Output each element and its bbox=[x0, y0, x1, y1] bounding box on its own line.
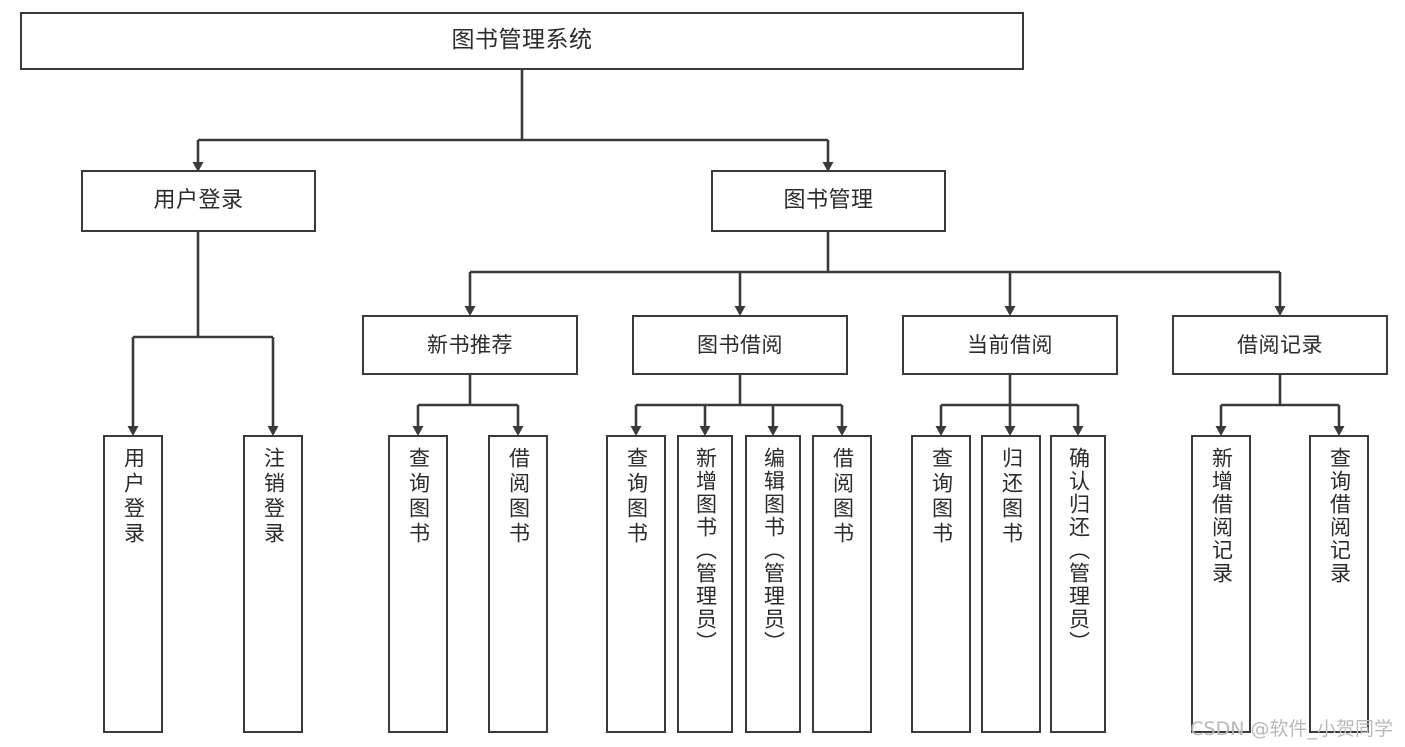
leaf-user-login-logout-label: 注销登录 bbox=[261, 447, 286, 547]
leaf-current-borrow-return-book[interactable]: 归还图书 bbox=[981, 435, 1041, 733]
node-current-borrow-label: 当前借阅 bbox=[967, 332, 1053, 357]
leaf-book-borrow-borrow-book-label: 借阅图书 bbox=[830, 447, 855, 547]
leaf-new-book-borrow-book[interactable]: 借阅图书 bbox=[488, 435, 548, 733]
node-new-book-recommend[interactable]: 新书推荐 bbox=[362, 315, 578, 375]
leaf-current-borrow-query-book[interactable]: 查询图书 bbox=[911, 435, 971, 733]
leaf-new-book-borrow-book-label: 借阅图书 bbox=[506, 447, 531, 547]
node-user-login-label: 用户登录 bbox=[153, 188, 244, 214]
leaf-borrow-record-add-record[interactable]: 新增借阅记录 bbox=[1191, 435, 1251, 733]
node-book-management-label: 图书管理 bbox=[783, 188, 874, 214]
leaf-book-borrow-edit-book[interactable]: 编辑图书（管理员） bbox=[745, 435, 801, 733]
node-borrow-record[interactable]: 借阅记录 bbox=[1172, 315, 1388, 375]
leaf-book-borrow-add-book[interactable]: 新增图书（管理员） bbox=[677, 435, 733, 733]
leaf-user-login-login[interactable]: 用户登录 bbox=[103, 435, 163, 733]
leaf-new-book-query-book-label: 查询图书 bbox=[406, 447, 431, 547]
leaf-book-borrow-borrow-book[interactable]: 借阅图书 bbox=[812, 435, 872, 733]
leaf-book-borrow-query-book[interactable]: 查询图书 bbox=[606, 435, 666, 733]
leaf-new-book-query-book[interactable]: 查询图书 bbox=[388, 435, 448, 733]
leaf-book-borrow-query-book-label: 查询图书 bbox=[624, 447, 649, 547]
node-root-book-management-system[interactable]: 图书管理系统 bbox=[20, 12, 1024, 70]
leaf-book-borrow-edit-book-label: 编辑图书（管理员） bbox=[761, 447, 786, 654]
leaf-user-login-logout[interactable]: 注销登录 bbox=[243, 435, 303, 733]
leaf-borrow-record-query-record[interactable]: 查询借阅记录 bbox=[1309, 435, 1369, 733]
node-current-borrow[interactable]: 当前借阅 bbox=[902, 315, 1118, 375]
leaf-current-borrow-return-book-label: 归还图书 bbox=[999, 447, 1024, 547]
node-book-management[interactable]: 图书管理 bbox=[711, 170, 946, 232]
node-root-label: 图书管理系统 bbox=[451, 27, 593, 54]
node-user-login[interactable]: 用户登录 bbox=[81, 170, 316, 232]
leaf-borrow-record-add-record-label: 新增借阅记录 bbox=[1209, 447, 1234, 585]
leaf-user-login-login-label: 用户登录 bbox=[121, 447, 146, 547]
node-book-borrow-label: 图书借阅 bbox=[697, 332, 783, 357]
node-book-borrow[interactable]: 图书借阅 bbox=[632, 315, 848, 375]
leaf-current-borrow-confirm-return[interactable]: 确认归还（管理员） bbox=[1050, 435, 1106, 733]
leaf-current-borrow-confirm-return-label: 确认归还（管理员） bbox=[1066, 447, 1091, 654]
leaf-current-borrow-query-book-label: 查询图书 bbox=[929, 447, 954, 547]
node-new-book-recommend-label: 新书推荐 bbox=[427, 332, 513, 357]
node-borrow-record-label: 借阅记录 bbox=[1237, 332, 1323, 357]
leaf-borrow-record-query-record-label: 查询借阅记录 bbox=[1327, 447, 1352, 585]
leaf-book-borrow-add-book-label: 新增图书（管理员） bbox=[693, 447, 718, 654]
